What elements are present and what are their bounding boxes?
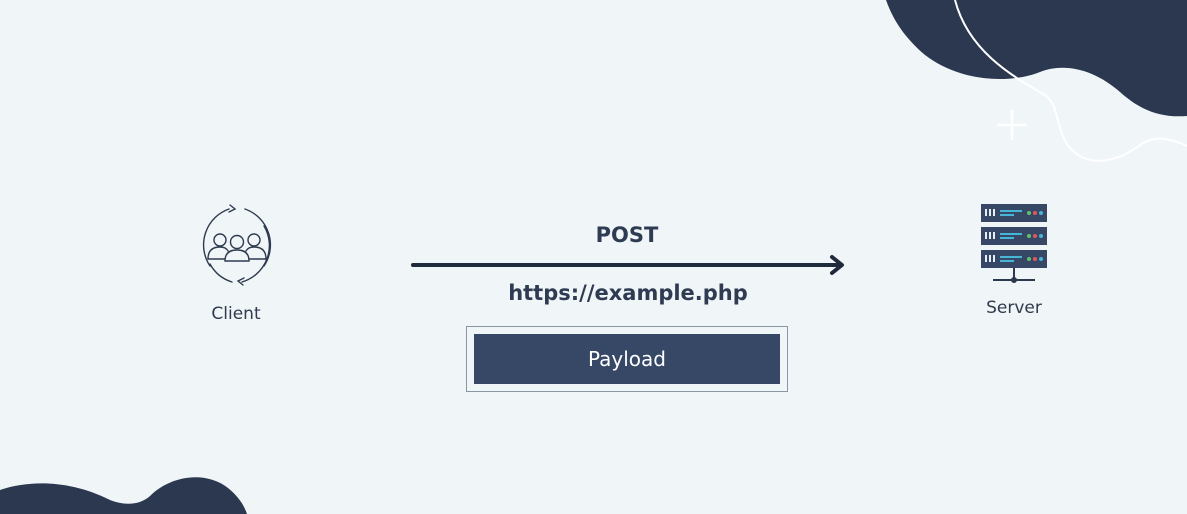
payload-box: Payload [466, 326, 788, 392]
request-arrow [411, 255, 844, 275]
payload-label: Payload [474, 334, 780, 384]
plus-icon [997, 110, 1027, 140]
client-label: Client [211, 304, 261, 324]
server-label: Server [986, 298, 1042, 318]
users-sync-icon [202, 204, 272, 286]
request-url-label: https://example.php [508, 281, 748, 305]
http-method-label: POST [595, 223, 659, 247]
server-rack-icon [981, 204, 1047, 283]
